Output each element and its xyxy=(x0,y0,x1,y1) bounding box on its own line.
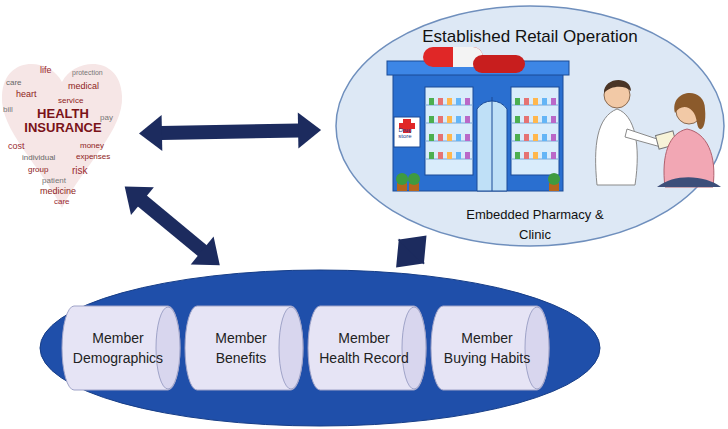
retail-ellipse: Established Retail OperationEmbedded Pha… xyxy=(335,5,725,247)
cylinder-label: Member Buying Habits xyxy=(431,328,549,369)
cloud-word: bill xyxy=(3,106,13,114)
cloud-word: medicine xyxy=(40,187,76,196)
data-band: Member DemographicsMember BenefitsMember… xyxy=(40,270,600,426)
cloud-word: pay xyxy=(100,114,113,122)
cloud-word: patient xyxy=(42,177,66,185)
pharmacy-storefront xyxy=(387,47,569,191)
cloud-word: cost xyxy=(8,142,25,151)
cloud-word: individual xyxy=(22,154,55,162)
cloud-word: risk xyxy=(72,166,88,176)
cloud-word: group xyxy=(28,166,48,174)
cloud-word: expenses xyxy=(76,153,110,161)
sign-label: Drug store xyxy=(394,127,416,139)
word-cloud-heart: lifemedicalheartcareserviceHEALTH INSURA… xyxy=(0,60,125,210)
cloud-word: life xyxy=(40,66,52,75)
cloud-word: medical xyxy=(68,82,99,91)
cloud-word: care xyxy=(54,198,70,206)
cyl-outline xyxy=(431,306,549,390)
region-title: Established Retail Operation xyxy=(335,27,725,47)
cyl-outline xyxy=(308,306,426,390)
cylinder-label: Member Demographics xyxy=(62,328,180,369)
cloud-word: heart xyxy=(16,90,37,99)
doctor-patient-figure xyxy=(596,80,721,187)
cloud-word: money xyxy=(80,142,104,150)
data-cylinder: Member Buying Habits xyxy=(431,306,549,390)
cylinder-label: Member Health Record xyxy=(308,328,426,369)
cyl-outline xyxy=(62,306,180,390)
cloud-word: service xyxy=(58,97,83,105)
data-cylinder: Member Demographics xyxy=(62,306,180,390)
cloud-word: care xyxy=(6,79,22,87)
block-arrow xyxy=(139,113,321,152)
region-caption: Embedded Pharmacy & Clinic xyxy=(450,205,620,245)
cyl-outline xyxy=(185,306,303,390)
block-arrow xyxy=(396,235,426,267)
cylinder-label: Member Benefits xyxy=(185,328,303,369)
cloud-word: protection xyxy=(72,69,103,76)
block-arrow xyxy=(125,187,220,266)
data-cylinder: Member Benefits xyxy=(185,306,303,390)
data-cylinder: Member Health Record xyxy=(308,306,426,390)
